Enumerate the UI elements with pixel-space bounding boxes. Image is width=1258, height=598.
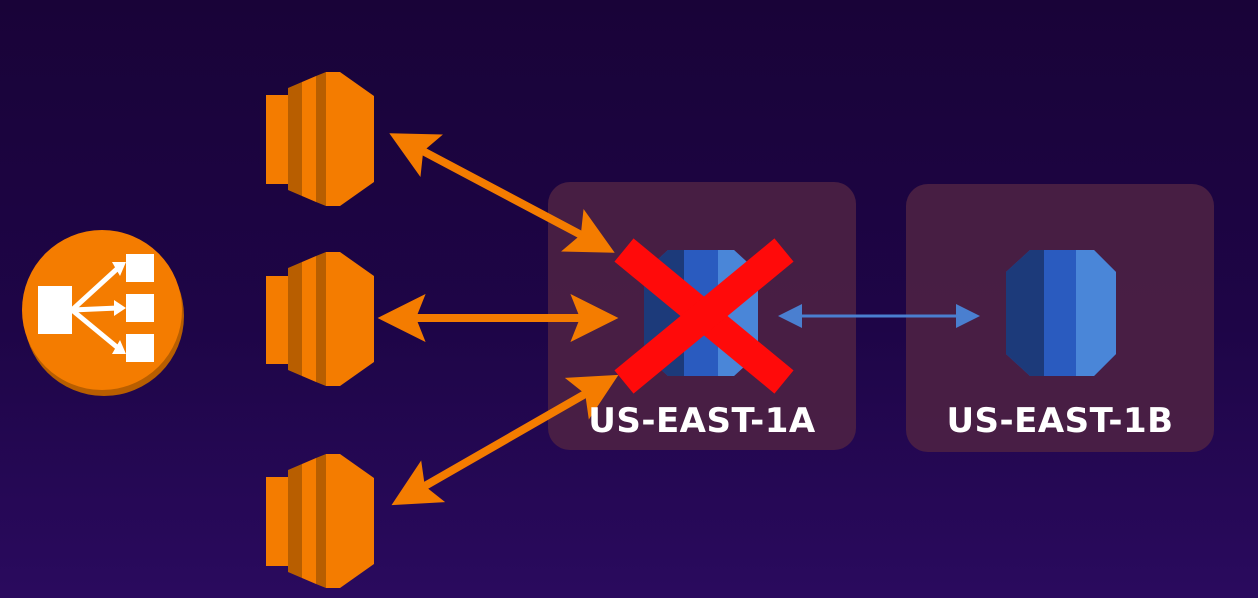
availability-zone-a-label: US-EAST-1A <box>588 401 816 441</box>
failure-x-icon <box>614 238 794 394</box>
rds-database-icon <box>1006 250 1116 376</box>
connection-arrow-top <box>389 133 615 253</box>
load-balancer-icon <box>22 230 184 396</box>
availability-zone-b-label: US-EAST-1B <box>946 401 1173 441</box>
connection-arrow-bottom <box>391 374 619 506</box>
ec2-instance-icon <box>266 454 374 588</box>
ec2-instance-icon <box>266 72 374 206</box>
ec2-instance-icon <box>266 252 374 386</box>
